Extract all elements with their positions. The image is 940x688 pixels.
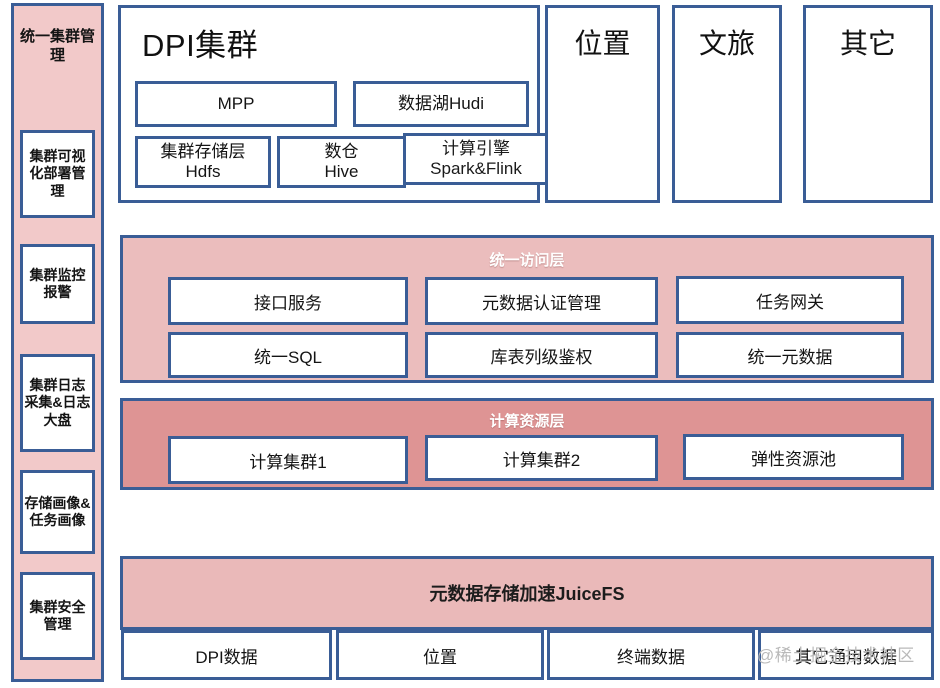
- dpi-box-label: MPP: [217, 93, 255, 113]
- sidebar-item-cluster-visual-deploy[interactable]: 集群可视化部署管理: [20, 130, 95, 218]
- data-box-label: DPI数据: [195, 647, 258, 667]
- data-box-location[interactable]: 位置: [336, 630, 544, 680]
- sidebar-item-cluster-security[interactable]: 集群安全管理: [20, 572, 95, 660]
- dpi-box-label-line1: 计算引擎: [442, 138, 510, 158]
- compute-cell-cluster-2[interactable]: 计算集群2: [425, 435, 658, 481]
- sidebar-item-label: 存储画像&任务画像: [24, 494, 91, 528]
- access-cell-label: 库表列级鉴权: [490, 347, 593, 367]
- dpi-box-label-line1: 集群存储层: [160, 141, 246, 161]
- dpi-box-compute-engine-spark-flink[interactable]: 计算引擎 Spark&Flink: [403, 133, 549, 185]
- access-cell-label: 任务网关: [756, 292, 824, 312]
- access-cell-table-column-authorization[interactable]: 库表列级鉴权: [425, 332, 658, 378]
- access-cell-label: 接口服务: [254, 293, 322, 313]
- access-cell-interface-service[interactable]: 接口服务: [168, 277, 408, 325]
- top-column-location[interactable]: 位置: [545, 5, 660, 203]
- compute-cell-cluster-1[interactable]: 计算集群1: [168, 436, 408, 484]
- unified-access-layer-title: 统一访问层: [489, 252, 565, 269]
- compute-cell-elastic-resource-pool[interactable]: 弹性资源池: [683, 434, 904, 480]
- access-cell-metadata-auth-management[interactable]: 元数据认证管理: [425, 277, 658, 325]
- sidebar-item-label: 集群可视化部署管理: [29, 148, 86, 199]
- compute-resource-layer-panel: 计算资源层 计算集群1 计算集群2 弹性资源池: [120, 398, 934, 490]
- unified-access-layer-panel: 统一访问层 接口服务 元数据认证管理 任务网关 统一SQL 库表列级鉴权 统一元…: [120, 235, 934, 383]
- top-column-culture-tourism[interactable]: 文旅: [672, 5, 782, 203]
- access-cell-label: 统一元数据: [747, 347, 833, 367]
- sidebar-item-storage-task-profile[interactable]: 存储画像&任务画像: [20, 470, 95, 554]
- compute-resource-layer-title: 计算资源层: [489, 413, 565, 430]
- dpi-box-label-line1: 数仓: [324, 141, 359, 161]
- dpi-box-label-line2: Hdfs: [185, 162, 221, 181]
- compute-cell-label: 计算集群1: [249, 452, 327, 472]
- dpi-box-mpp[interactable]: MPP: [135, 81, 337, 127]
- access-cell-task-gateway[interactable]: 任务网关: [676, 276, 904, 324]
- data-box-terminal-data[interactable]: 终端数据: [547, 630, 755, 680]
- dpi-box-label: 数据湖Hudi: [398, 93, 484, 113]
- dpi-box-data-lake-hudi[interactable]: 数据湖Hudi: [353, 81, 529, 127]
- dpi-box-data-warehouse-hive[interactable]: 数仓 Hive: [277, 136, 406, 188]
- top-column-label: 文旅: [698, 28, 755, 59]
- data-box-other-general-data[interactable]: 其它通用数据: [758, 630, 934, 680]
- top-column-label: 其它: [839, 28, 896, 59]
- juicefs-label: 元数据存储加速JuiceFS: [429, 584, 625, 604]
- compute-cell-label: 弹性资源池: [751, 449, 836, 469]
- dpi-cluster-container: DPI集群 MPP 数据湖Hudi 集群存储层 Hdfs 数仓 Hive: [118, 5, 540, 203]
- compute-cell-label: 计算集群2: [502, 450, 581, 470]
- sidebar-unified-cluster-management: 统一集群管理 集群可视化部署管理 集群监控报警 集群日志采集&日志大盘 存储画像…: [11, 3, 104, 682]
- sidebar-item-label: 集群监控报警: [29, 266, 86, 300]
- dpi-cluster-title: DPI集群: [142, 28, 259, 63]
- data-box-label: 终端数据: [617, 647, 685, 667]
- sidebar-item-cluster-monitor-alarm[interactable]: 集群监控报警: [20, 244, 95, 324]
- dpi-box-label-line2: Hive: [324, 162, 359, 181]
- access-cell-unified-metadata[interactable]: 统一元数据: [676, 332, 904, 378]
- access-cell-label: 统一SQL: [253, 347, 323, 367]
- data-box-label: 位置: [423, 647, 457, 667]
- dpi-box-label-line2: Spark&Flink: [430, 159, 522, 178]
- top-column-label: 位置: [574, 28, 631, 59]
- sidebar-item-cluster-log-collection[interactable]: 集群日志采集&日志大盘: [20, 354, 95, 452]
- access-cell-label: 元数据认证管理: [482, 293, 601, 313]
- top-column-other[interactable]: 其它: [803, 5, 933, 203]
- access-cell-unified-sql[interactable]: 统一SQL: [168, 332, 408, 378]
- sidebar-title: 统一集群管理: [19, 28, 95, 64]
- sidebar-item-label: 集群安全管理: [29, 598, 86, 632]
- dpi-box-cluster-storage-hdfs[interactable]: 集群存储层 Hdfs: [135, 136, 271, 188]
- data-box-dpi-data[interactable]: DPI数据: [121, 630, 332, 680]
- data-box-label: 其它通用数据: [795, 647, 897, 667]
- sidebar-item-label: 集群日志采集&日志大盘: [24, 377, 91, 428]
- metadata-storage-juicefs-bar[interactable]: 元数据存储加速JuiceFS: [120, 556, 934, 630]
